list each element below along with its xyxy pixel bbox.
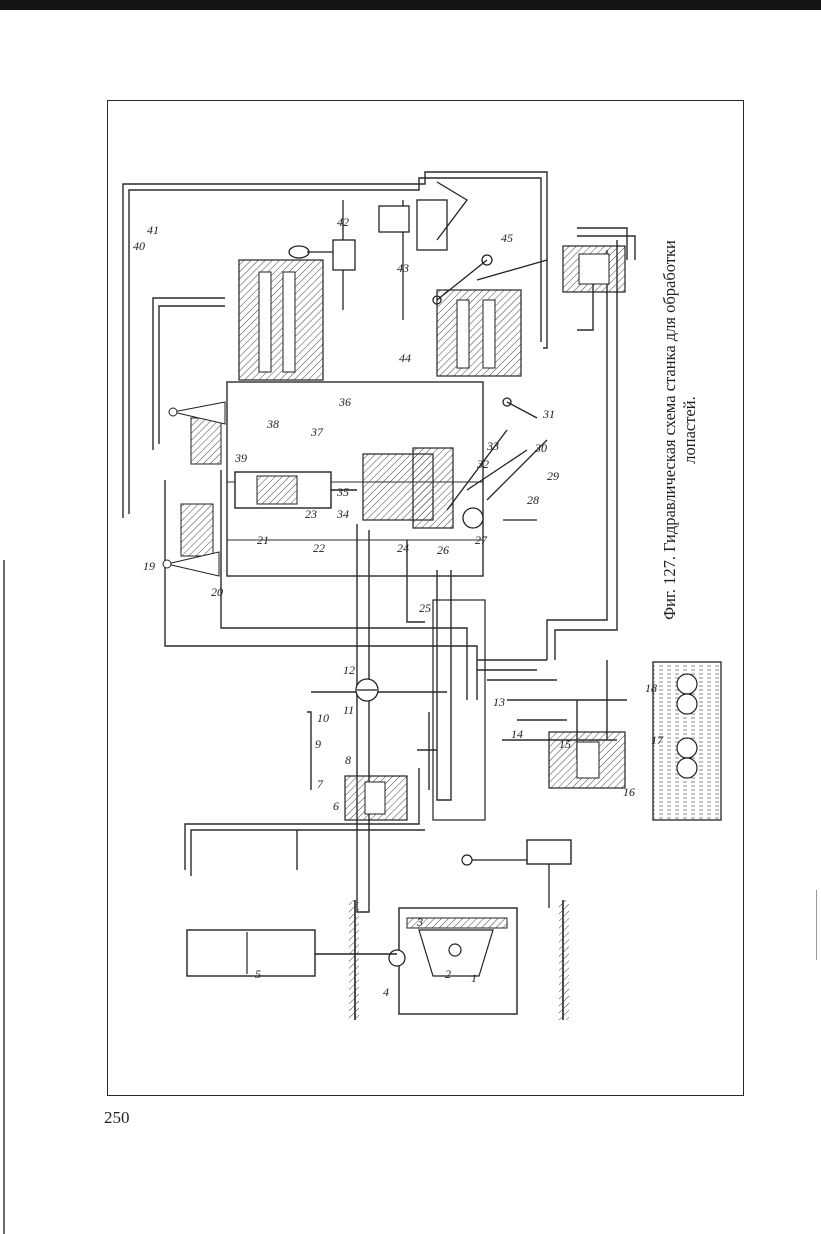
callout-38: 38 — [266, 417, 279, 431]
drive-cylinder — [187, 930, 397, 976]
valve-block-upper-right — [563, 246, 625, 292]
callout-13: 13 — [493, 695, 505, 709]
callout-21: 21 — [257, 533, 269, 547]
cutter-linkage — [447, 398, 547, 528]
binding-edge-line — [3, 560, 5, 1234]
callout-41: 41 — [147, 223, 159, 237]
callout-19: 19 — [143, 559, 155, 573]
hydraulic-scheme-diagram: 1 2 3 4 5 6 7 8 9 10 11 12 13 14 15 16 1… — [107, 100, 744, 1096]
distributor-block-44 — [437, 290, 521, 376]
counterweight — [462, 840, 571, 908]
pressure-relay-19 — [163, 504, 219, 576]
callout-22: 22 — [313, 541, 325, 555]
page-edge-mark — [816, 890, 817, 960]
callout-40: 40 — [133, 239, 145, 253]
callout-6: 6 — [333, 799, 339, 813]
callout-43: 43 — [397, 261, 409, 275]
callout-36: 36 — [338, 395, 351, 409]
callout-12: 12 — [343, 663, 355, 677]
callout-35: 35 — [336, 485, 349, 499]
callout-9: 9 — [315, 737, 321, 751]
callout-29: 29 — [547, 469, 559, 483]
pressure-relay-upper — [169, 402, 225, 464]
callout-26: 26 — [437, 543, 449, 557]
callout-31: 31 — [542, 407, 555, 421]
callout-14: 14 — [511, 727, 523, 741]
throttle-valve-11 — [356, 679, 378, 701]
callout-3: 3 — [416, 915, 423, 929]
callout-39: 39 — [234, 451, 247, 465]
callout-32: 32 — [476, 457, 489, 471]
callout-20: 20 — [211, 585, 223, 599]
caption-line-2: лопастей. — [680, 160, 700, 700]
callout-42: 42 — [337, 215, 349, 229]
clamping-press — [349, 900, 569, 1020]
callout-5: 5 — [255, 967, 261, 981]
page-top-rule — [0, 0, 821, 10]
caption-line-1: Фиг. 127. Гидравлическая схема станка дл… — [660, 160, 680, 700]
callout-28: 28 — [527, 493, 539, 507]
figure-caption-text: Фиг. 127. Гидравлическая схема станка дл… — [660, 160, 700, 700]
figure-caption: Фиг. 127. Гидравлическая схема станка дл… — [650, 160, 710, 700]
oil-reservoir — [433, 600, 485, 820]
callout-17: 17 — [651, 733, 664, 747]
callout-37: 37 — [310, 425, 324, 439]
callout-2: 2 — [445, 967, 451, 981]
callout-1: 1 — [471, 971, 477, 985]
callout-11: 11 — [343, 703, 354, 717]
callout-10: 10 — [317, 711, 329, 725]
callout-24: 24 — [397, 541, 409, 555]
callout-23: 23 — [305, 507, 317, 521]
callout-33: 33 — [486, 439, 499, 453]
callout-16: 16 — [623, 785, 635, 799]
callout-45: 45 — [501, 231, 513, 245]
callout-25: 25 — [419, 601, 431, 615]
callout-15: 15 — [559, 737, 571, 751]
callout-8: 8 — [345, 753, 351, 767]
valve-block-6 — [345, 776, 407, 820]
callout-30: 30 — [534, 441, 547, 455]
page-number: 250 — [104, 1108, 130, 1128]
callout-4: 4 — [383, 985, 389, 999]
callout-27: 27 — [475, 533, 488, 547]
callout-34: 34 — [336, 507, 349, 521]
callout-44: 44 — [399, 351, 411, 365]
control-valve-assembly — [363, 448, 453, 528]
callout-labels: 1 2 3 4 5 6 7 8 9 10 11 12 13 14 15 16 1… — [133, 215, 664, 999]
callout-7: 7 — [317, 777, 324, 791]
distributor-block-upper — [239, 260, 323, 380]
